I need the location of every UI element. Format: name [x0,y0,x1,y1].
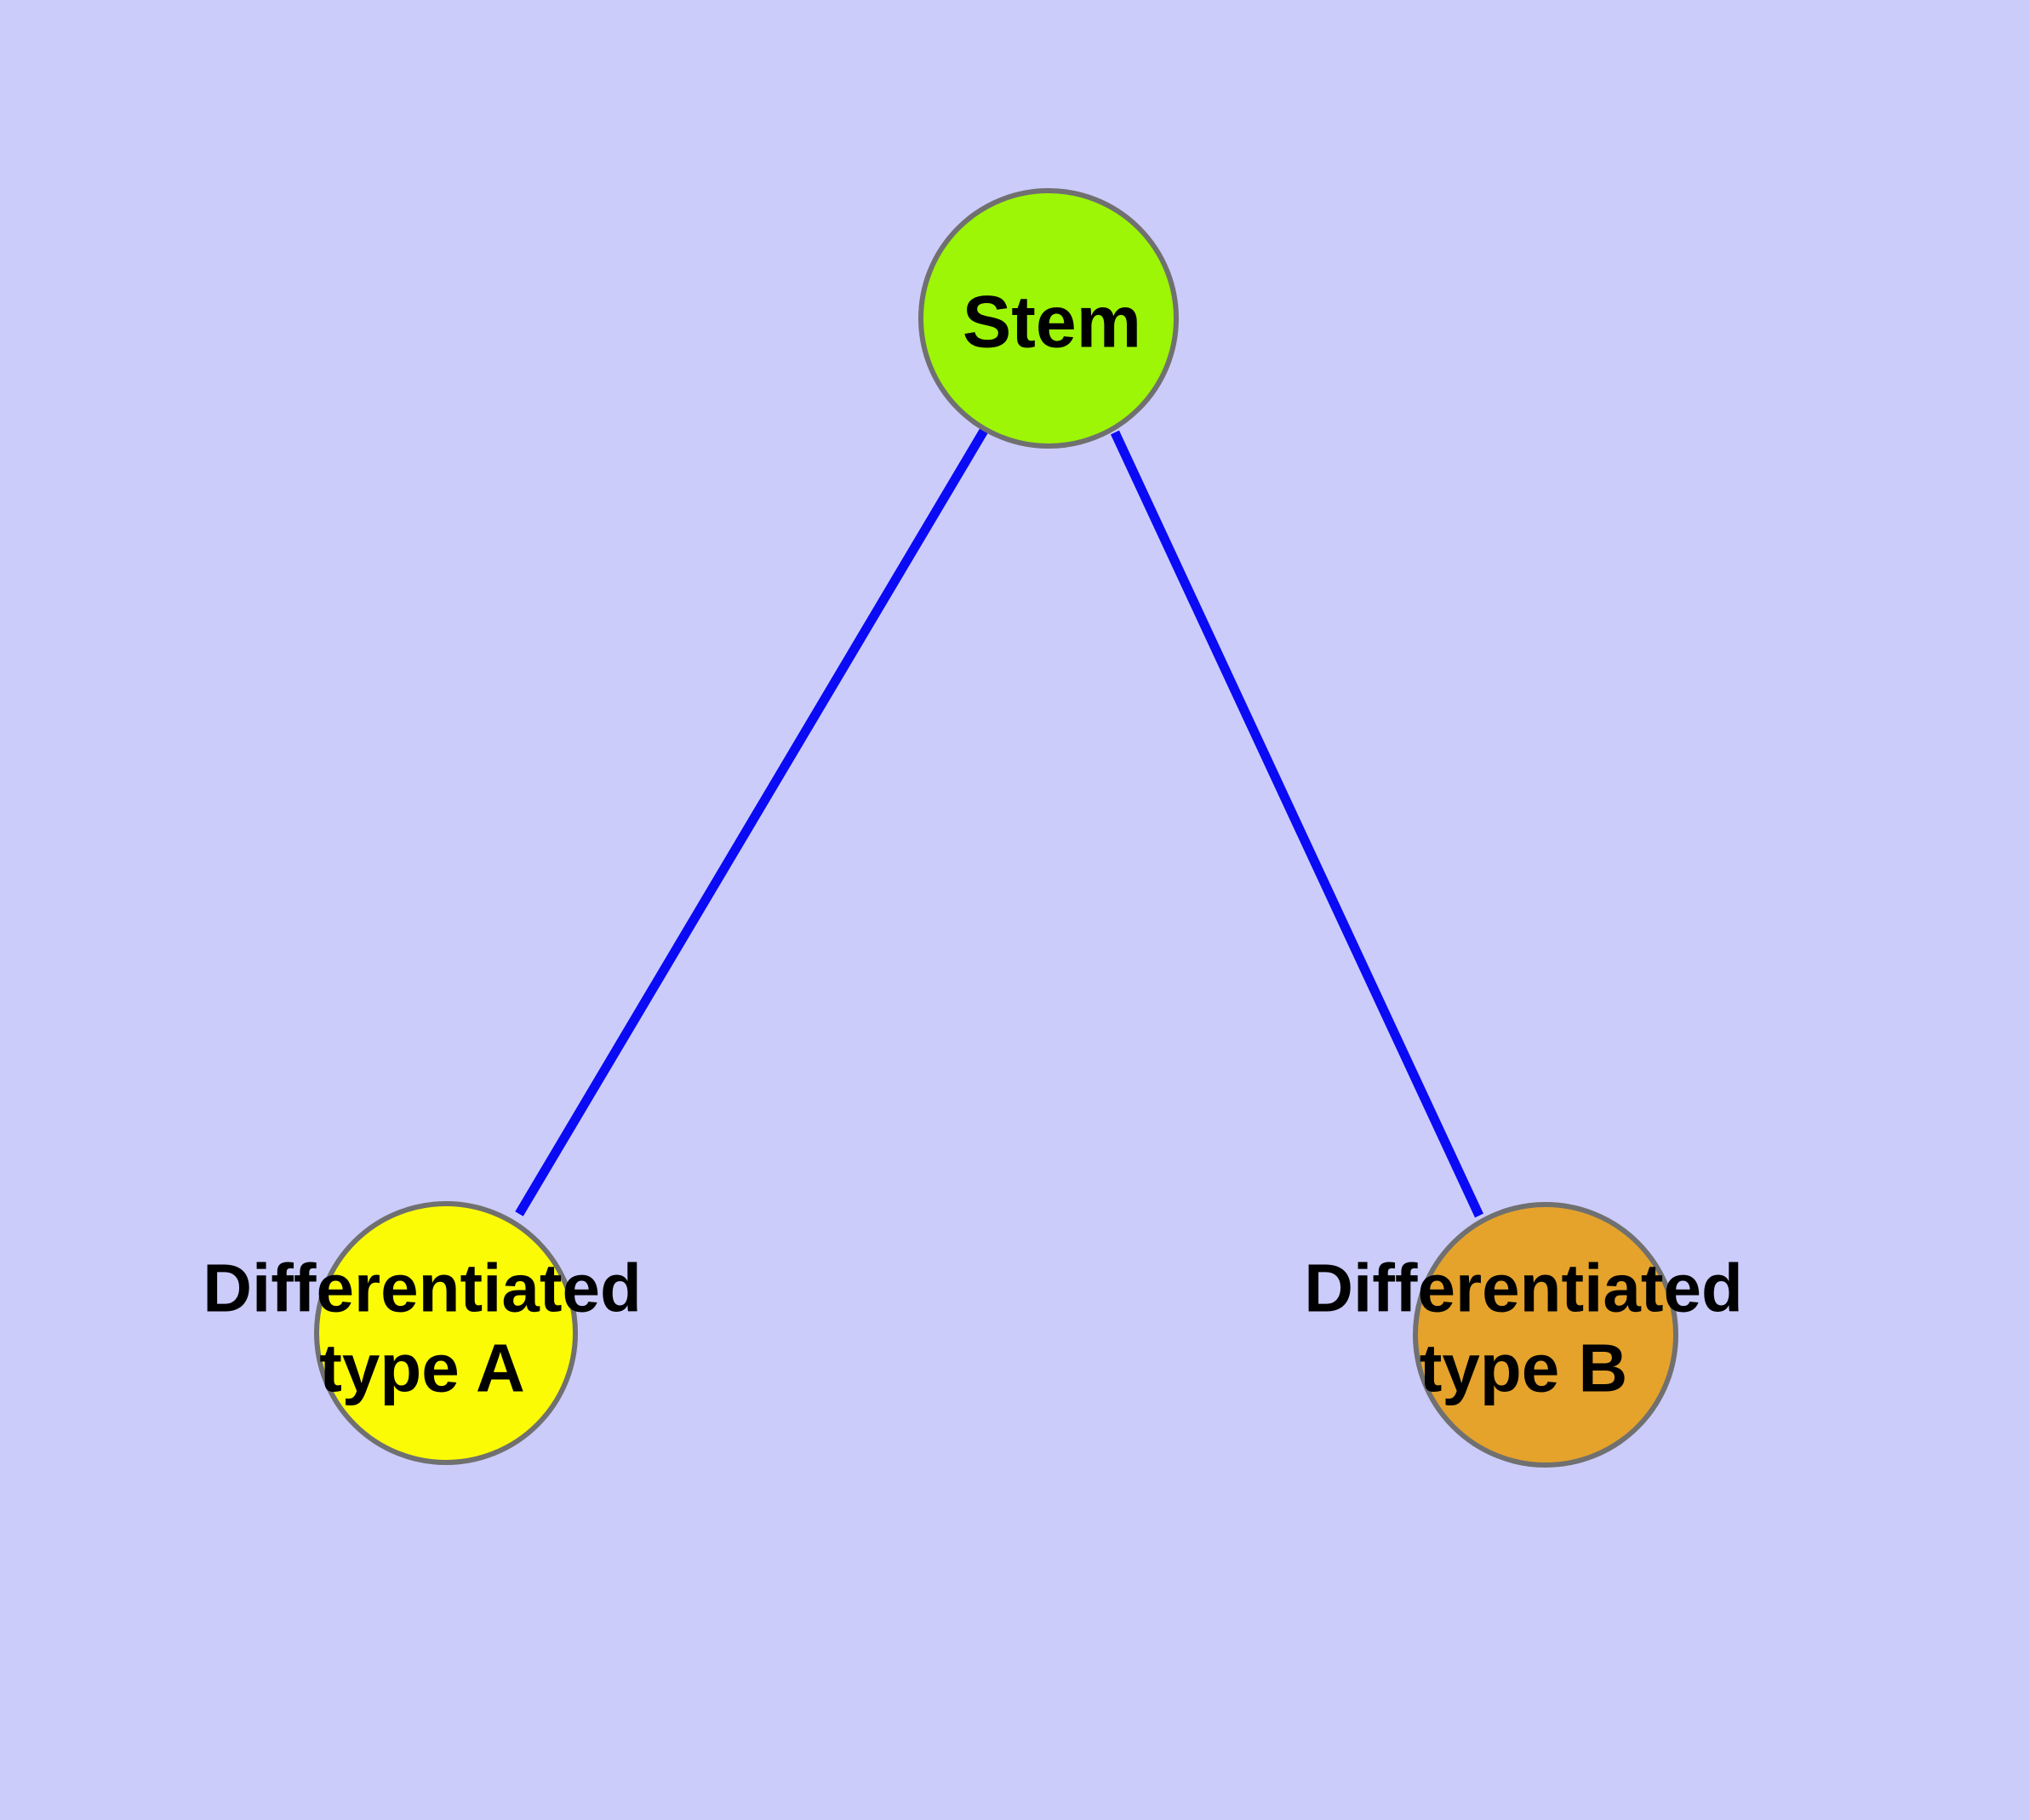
edge-stem-to-differentiated-type-b[interactable] [1111,430,1483,1218]
node-label-line: type B [1420,1331,1628,1406]
node-stem-circle[interactable] [918,188,1179,449]
node-label-line: Differentiated [1304,1251,1743,1326]
node-label-line: Differentiated [203,1251,642,1326]
edges-group [515,428,1483,1218]
edge-stem-to-differentiated-type-a[interactable] [515,428,988,1216]
node-differentiated-type-a-circle[interactable] [314,1201,578,1465]
node-stem-label: Stem [963,281,1141,363]
nodes-group [314,188,1678,1468]
node-label-line: type A [319,1331,525,1406]
node-differentiated-type-b-circle[interactable] [1413,1202,1678,1468]
node-label-line: Stem [963,281,1141,363]
